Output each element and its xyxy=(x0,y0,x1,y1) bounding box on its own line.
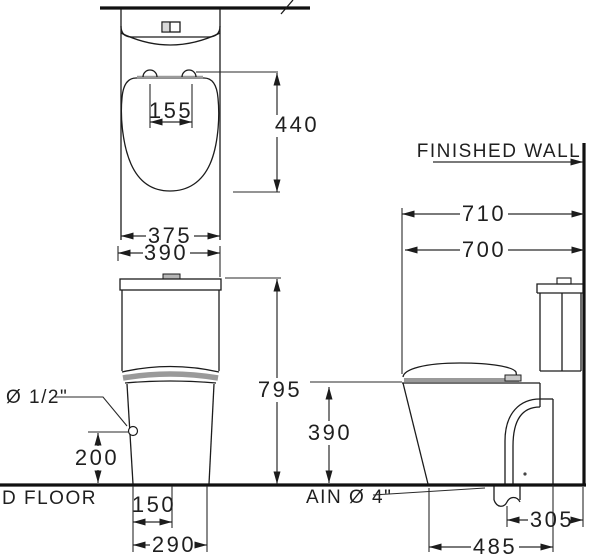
drain-pipe xyxy=(493,486,521,507)
flush-button-front xyxy=(162,273,181,280)
front-view xyxy=(119,273,222,485)
side-tank-lid-top xyxy=(536,283,583,293)
bolt-cap-dot xyxy=(523,472,527,476)
front-rim-bottom-arc xyxy=(124,380,217,384)
front-tank-lid xyxy=(119,278,222,291)
label-finished-floor: D FLOOR xyxy=(2,488,97,509)
front-rim-shading xyxy=(122,371,219,381)
water-inlet-fitting xyxy=(127,425,139,437)
side-seat-hinge xyxy=(504,374,522,382)
plan-tank-lid-arc xyxy=(120,32,221,46)
seat-hinge-left xyxy=(142,69,158,78)
dim-side-seat-height: 390 xyxy=(308,420,352,445)
inlet-leader-line xyxy=(55,396,128,427)
side-dimensions: FINISHED WALL 710 700 390 AIN Ø 4" 305 4… xyxy=(306,141,584,558)
plan-dimensions: 155 440 375 390 xyxy=(117,71,319,277)
plan-tank-outline xyxy=(120,25,221,38)
label-inlet-size: Ø 1/2" xyxy=(6,387,68,408)
side-bowl-front-slope xyxy=(402,382,429,485)
dim-plan-overall-width: 375 xyxy=(148,223,192,248)
dim-front-inlet-height: 200 xyxy=(75,445,119,470)
dim-front-base-offset: 150 xyxy=(132,492,176,517)
plan-seat-lid xyxy=(120,77,220,192)
side-view xyxy=(402,143,586,507)
side-bowl-outer-curve xyxy=(504,398,541,484)
dim-plan-seat-length: 440 xyxy=(275,112,319,137)
dim-side-base-depth: 485 xyxy=(473,534,517,558)
dim-front-tank-width: 390 xyxy=(144,240,188,265)
dim-side-overall-depth: 710 xyxy=(462,201,506,226)
dim-front-base-width: 290 xyxy=(152,532,196,557)
dim-plan-hinge-spacing: 155 xyxy=(149,98,193,123)
side-tank-knob xyxy=(556,277,572,285)
flush-button-plan xyxy=(161,21,181,33)
label-drain: AIN Ø 4" xyxy=(306,487,392,508)
front-rim-top-arc xyxy=(121,365,220,373)
plan-view xyxy=(100,0,310,240)
wall-break-mark xyxy=(280,0,294,15)
dim-side-drain-to-wall: 305 xyxy=(530,507,574,532)
dim-front-overall-height: 795 xyxy=(258,377,302,402)
front-pedestal-right xyxy=(208,383,215,485)
side-bowl-inner-curve xyxy=(512,406,541,484)
seat-hinge-right xyxy=(181,69,197,78)
side-seat-profile xyxy=(402,362,518,380)
label-finished-wall: FINISHED WALL xyxy=(417,141,582,162)
dim-side-bowl-depth: 700 xyxy=(462,237,506,262)
front-dimensions: 795 Ø 1/2" 200 150 290 D FLOOR xyxy=(2,277,302,557)
